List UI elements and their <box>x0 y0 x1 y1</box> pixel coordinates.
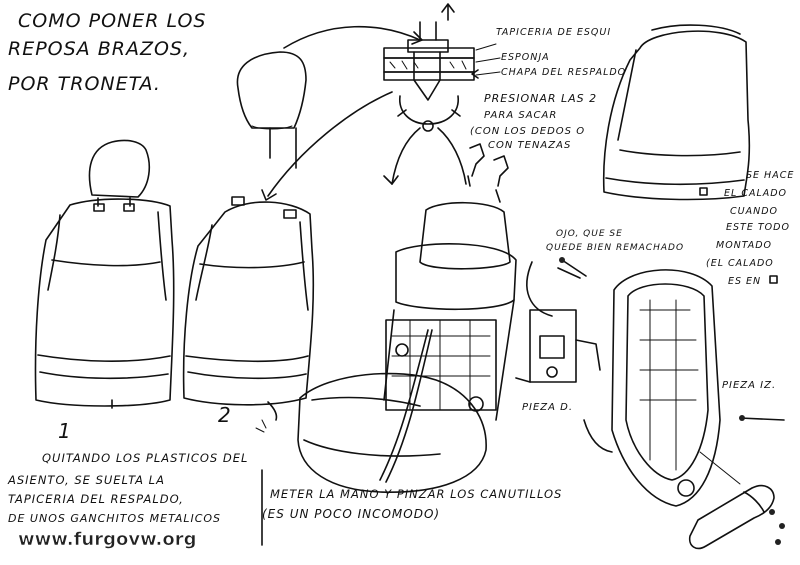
seat-assembly <box>297 201 517 493</box>
title-line-3: POR TRONETA. <box>8 73 161 95</box>
armrest <box>688 451 775 550</box>
hole-note-7: ES EN <box>728 276 761 287</box>
label-press-4: CON TENAZAS <box>488 140 571 151</box>
callouts: TAPICERIA DE ESQUI ESPONJA CHAPA DEL RES… <box>7 27 794 546</box>
hole-note-4: ESTE TODO <box>726 222 790 233</box>
backrest-2-outline <box>182 201 315 406</box>
title-line-1: COMO PONER LOS <box>18 10 207 32</box>
bracket-detail <box>515 261 601 383</box>
seat-back-2 <box>182 196 315 433</box>
quitando-4: DE UNOS GANCHITOS METALICOS <box>8 512 221 525</box>
watermark: www.furgovw.org <box>18 529 197 550</box>
seat-back-1 <box>34 139 175 409</box>
step-1-label: 1 <box>58 419 72 443</box>
step-2-label: 2 <box>218 403 232 427</box>
pieza-iz-label: PIEZA IZ. <box>722 380 776 391</box>
ojo-note-2: QUEDE BIEN REMACHADO <box>546 243 684 253</box>
loose-headrest <box>236 51 307 169</box>
label-esponja: ESPONJA <box>501 52 550 63</box>
hole-note-2: EL CALADO <box>724 188 787 199</box>
backrest-frame <box>583 269 721 507</box>
hole-note-5: MONTADO <box>716 240 772 251</box>
arrow-headrest-to-clip <box>283 25 421 49</box>
label-press-2: PARA SACAR <box>484 110 557 121</box>
label-press-1: PRESIONAR LAS 2 <box>484 92 597 105</box>
hole-note-1: SE HACE <box>746 170 794 181</box>
hole-note-3: CUANDO <box>730 206 778 217</box>
label-tapiceria: TAPICERIA DE ESQUI <box>496 27 611 38</box>
headrest-1 <box>88 139 151 198</box>
ojo-note-1: OJO, QUE SE <box>556 229 623 239</box>
title-line-2: REPOSA BRAZOS, <box>8 38 190 60</box>
clip-pieces <box>467 143 509 203</box>
screws <box>559 257 785 545</box>
meter-1: METER LA MANO Y PINZAR LOS CANUTILLOS <box>270 487 562 501</box>
title: COMO PONER LOS REPOSA BRAZOS, POR TRONET… <box>8 10 207 95</box>
arrow-clip-to-seat <box>267 91 393 197</box>
meter-2: (ES UN POCO INCOMODO) <box>262 507 440 521</box>
backrest-1-outline <box>34 198 175 407</box>
quitando-1: QUITANDO LOS PLASTICOS DEL <box>42 451 248 465</box>
quitando-3: TAPICERIA DEL RESPALDO, <box>8 492 184 506</box>
quitando-2: ASIENTO, SE SUELTA LA <box>7 473 165 487</box>
clip-detail <box>383 3 501 185</box>
label-chapa: CHAPA DEL RESPALDO <box>501 67 626 78</box>
pliers <box>399 95 459 125</box>
seat-back-3 <box>602 24 751 201</box>
label-press-3: (CON LOS DEDOS O <box>470 126 585 137</box>
seat-cushion <box>297 372 487 493</box>
hole-note-6: (EL CALADO <box>706 258 774 269</box>
pieza-d-label: PIEZA D. <box>522 402 573 413</box>
